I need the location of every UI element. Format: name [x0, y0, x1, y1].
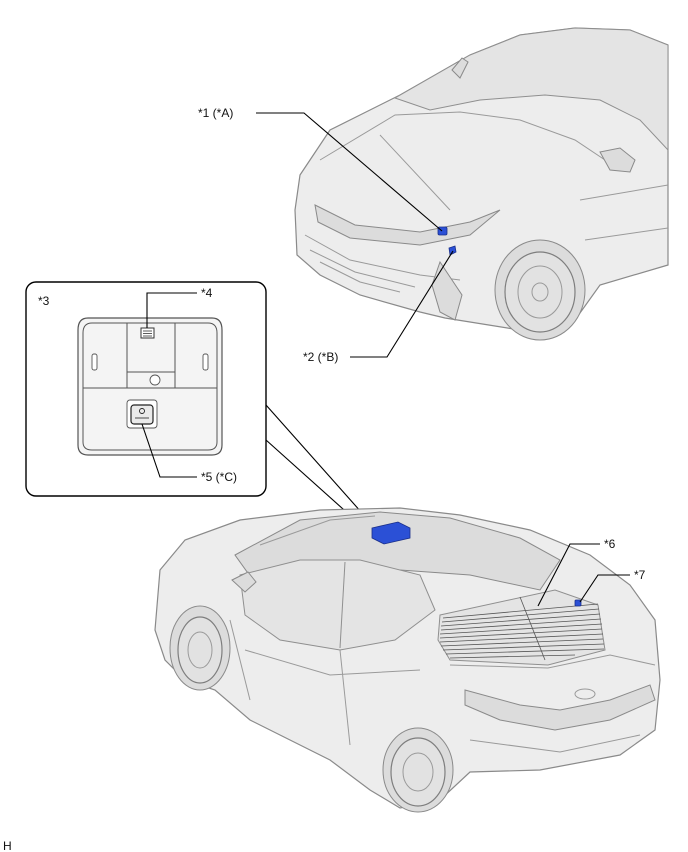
label-5: *5 (*C) — [201, 470, 237, 484]
rear-car-illustration — [154, 507, 661, 813]
rear-window — [437, 589, 606, 666]
part-4-switch — [140, 327, 155, 339]
part-6-defogger — [439, 596, 605, 661]
label-1: *1 (*A) — [198, 106, 233, 120]
leader-5 — [141, 423, 197, 478]
part-5-sos-switch — [130, 404, 154, 425]
label-7: *7 — [634, 568, 646, 582]
part-2-highlight — [448, 245, 457, 256]
label-3: *3 — [38, 294, 50, 308]
leader-6 — [537, 543, 600, 607]
roof-console-highlight — [371, 521, 411, 545]
part-7-highlight — [574, 599, 582, 607]
label-6: *6 — [604, 537, 616, 551]
leader-2 — [350, 250, 454, 358]
figure-code: H — [3, 839, 12, 852]
label-4: *4 — [201, 286, 213, 300]
inset-overhead-console — [25, 281, 267, 497]
leader-1 — [256, 112, 443, 232]
front-car-illustration — [294, 27, 669, 341]
leader-7 — [579, 574, 630, 603]
label-2: *2 (*B) — [303, 350, 338, 364]
leader-4 — [146, 292, 197, 328]
